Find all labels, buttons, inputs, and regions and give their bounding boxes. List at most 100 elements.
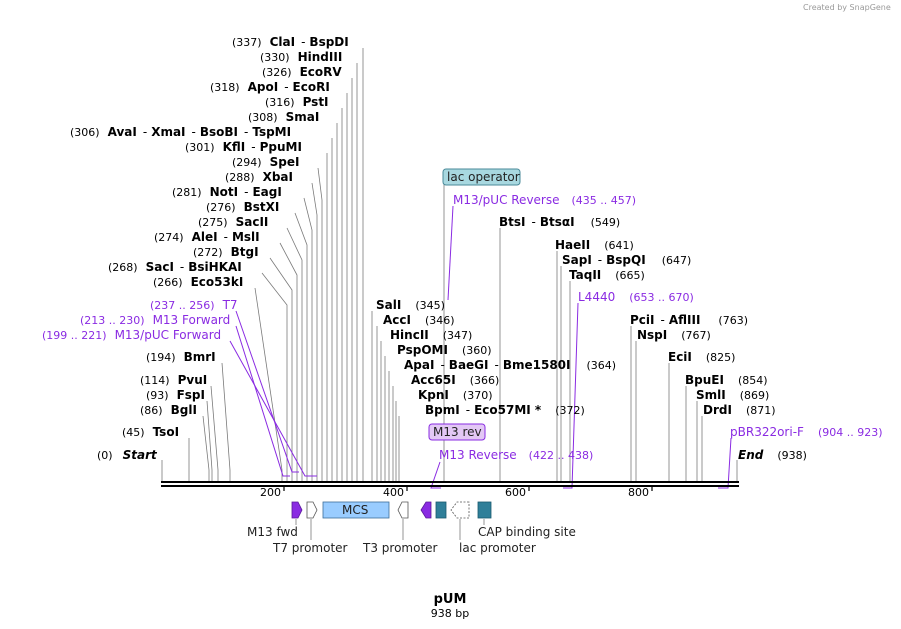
tick-400: 400: [383, 486, 404, 499]
site-tsoi: (45)TsoI: [122, 425, 179, 439]
primer-l4440: L4440(653 .. 670): [578, 290, 694, 304]
site-smli: SmlI(869): [696, 388, 769, 402]
feature-label-lac-promoter: lac promoter: [459, 541, 536, 555]
site-sapi: SapI-BspQI(647): [562, 253, 691, 267]
site-saci: (268)SacI-BsiHKAI: [108, 260, 242, 274]
site-acc65i: Acc65I(366): [411, 373, 499, 387]
feature-label-t3-promoter: T3 promoter: [362, 541, 438, 555]
site-eco53ki: (266)Eco53kI: [153, 275, 243, 289]
map-title: pUM 938 bp: [431, 592, 469, 620]
m13-rev-box: M13 rev: [428, 423, 486, 441]
m13-fwd-arrow: [291, 501, 303, 519]
leader-noti: [303, 197, 313, 482]
site-labels-right: SalI(345) AccI(346) HincII(347) PspOMI(3…: [376, 215, 776, 417]
site-apai: ApaI-BaeGI-Bme1580I(364): [404, 358, 616, 372]
leader-sacii: [286, 227, 303, 482]
site-alei: (274)AleI-MslI: [154, 230, 260, 244]
primer-leader-pbr322ori-f: [718, 437, 732, 489]
primer-m13-reverse: M13 Reverse(422 .. 438): [439, 448, 593, 462]
leader-xbai: [311, 182, 318, 482]
site-noti: (281)NotI-EagI: [172, 185, 282, 199]
primer-labels: (237 .. 256)T7 (213 .. 230)M13 Forward (…: [42, 193, 883, 462]
site-apoi: (318)ApoI-EcoRI: [210, 80, 330, 94]
leader-alei: [279, 242, 298, 482]
leader-saci: [261, 272, 288, 482]
site-sali: SalI(345): [376, 298, 445, 312]
site-btsi: BtsI-BtsαI(549): [499, 215, 620, 229]
site-sacii: (275)SacII: [198, 215, 268, 229]
feature-leaders: [295, 519, 485, 540]
site-ecorv: (326)EcoRV: [262, 65, 342, 79]
lac-operator-feature: [435, 501, 447, 519]
primer-leaders: [229, 205, 732, 489]
site-btgi: (272)BtgI: [193, 245, 259, 259]
primer-leader-m13-reverse: [430, 461, 441, 489]
tick-200: 200: [260, 486, 281, 499]
site-labels-left: (337)ClaI-BspDI (330)HindIII (326)EcoRV …: [70, 35, 349, 439]
primer-leader-l4440: [563, 302, 579, 489]
site-avai: (306)AvaI-XmaI-BsoBI-TspMI: [70, 125, 291, 139]
m13-rev-arrow: [420, 501, 432, 519]
t3-promoter-arrow: [397, 501, 409, 519]
site-bpmi: BpmI-Eco57MI *(372): [425, 403, 585, 417]
credit-text: Created by SnapGene: [803, 3, 891, 12]
tick-800: 800: [628, 486, 649, 499]
plasmid-length: 938 bp: [431, 607, 469, 620]
primer-m13-puc-forward: (199 .. 221)M13/pUC Forward: [42, 328, 221, 342]
snapgene-credit: Created by SnapGene: [803, 3, 891, 12]
site-hincii: HincII(347): [390, 328, 472, 342]
leader-pvui: [210, 385, 219, 482]
leader-bmri: [221, 362, 231, 482]
site-acci: AccI(346): [383, 313, 455, 327]
site-smai: (308)SmaI: [248, 110, 319, 124]
primer-m13-forward: (213 .. 230)M13 Forward: [80, 313, 230, 327]
site-spei: (294)SpeI: [232, 155, 299, 169]
site-xbai: (288)XbaI: [225, 170, 293, 184]
site-bmri: (194)BmrI: [146, 350, 216, 364]
primer-m13-puc-reverse: M13/pUC Reverse(435 .. 457): [453, 193, 636, 207]
site-bstxi: (276)BstXI: [206, 200, 279, 214]
sequence-backbone: 200 400 600 800: [161, 481, 739, 499]
leader-fspi: [206, 400, 213, 482]
t7-promoter-arrow: [306, 501, 318, 519]
cap-binding-site-feature: [477, 501, 492, 519]
end-marker: End(938): [736, 448, 807, 482]
primer-leader-m13-forward: [235, 325, 290, 477]
leader-bstxi: [294, 212, 308, 482]
site-haeii: HaeII(641): [555, 238, 634, 252]
primer-leader-m13-puc-reverse: [447, 205, 454, 301]
primer-leader-t7: [235, 310, 299, 473]
m13-rev-label: M13 rev: [433, 425, 482, 439]
feature-label-cap-binding-site: CAP binding site: [478, 525, 576, 539]
lac-operator-label: lac operator: [447, 170, 520, 184]
lac-operator-box: lac operator: [442, 168, 521, 186]
primer-t7: (237 .. 256)T7: [150, 298, 238, 312]
site-pvui: (114)PvuI: [140, 373, 207, 387]
site-bpuei: BpuEI(854): [685, 373, 768, 387]
site-kfli: (301)KflI-PpuMI: [185, 140, 302, 154]
site-bgli: (86)BglI: [140, 403, 197, 417]
feature-label-m13-fwd: M13 fwd: [247, 525, 298, 539]
site-drdi: DrdI(871): [703, 403, 776, 417]
site-fspi: (93)FspI: [146, 388, 205, 402]
site-ecii: EciI(825): [668, 350, 735, 364]
site-hindiii: (330)HindIII: [260, 50, 342, 64]
mcs-box: [322, 501, 390, 519]
site-pcii: PciI-AflIII(763): [630, 313, 748, 327]
site-kpni: KpnI(370): [418, 388, 493, 402]
end-label: End(938): [738, 448, 807, 462]
leader-bgli: [202, 415, 210, 482]
leader-spei: [317, 167, 323, 482]
start-marker: (0)Start: [97, 448, 163, 482]
mcs-label: MCS: [342, 503, 368, 517]
feature-track: MCS M13 fwd T7 promoter T3 promoter lac …: [247, 501, 576, 555]
site-nspi: NspI(767): [637, 328, 711, 342]
primer-leader-m13-puc-forward: [229, 340, 317, 477]
plasmid-name: pUM: [434, 592, 467, 607]
feature-label-t7-promoter: T7 promoter: [272, 541, 348, 555]
leader-btgi: [269, 257, 293, 482]
start-label: (0)Start: [97, 448, 158, 462]
site-pspomi: PspOMI(360): [397, 343, 492, 357]
site-clai: (337)ClaI-BspDI: [232, 35, 349, 49]
